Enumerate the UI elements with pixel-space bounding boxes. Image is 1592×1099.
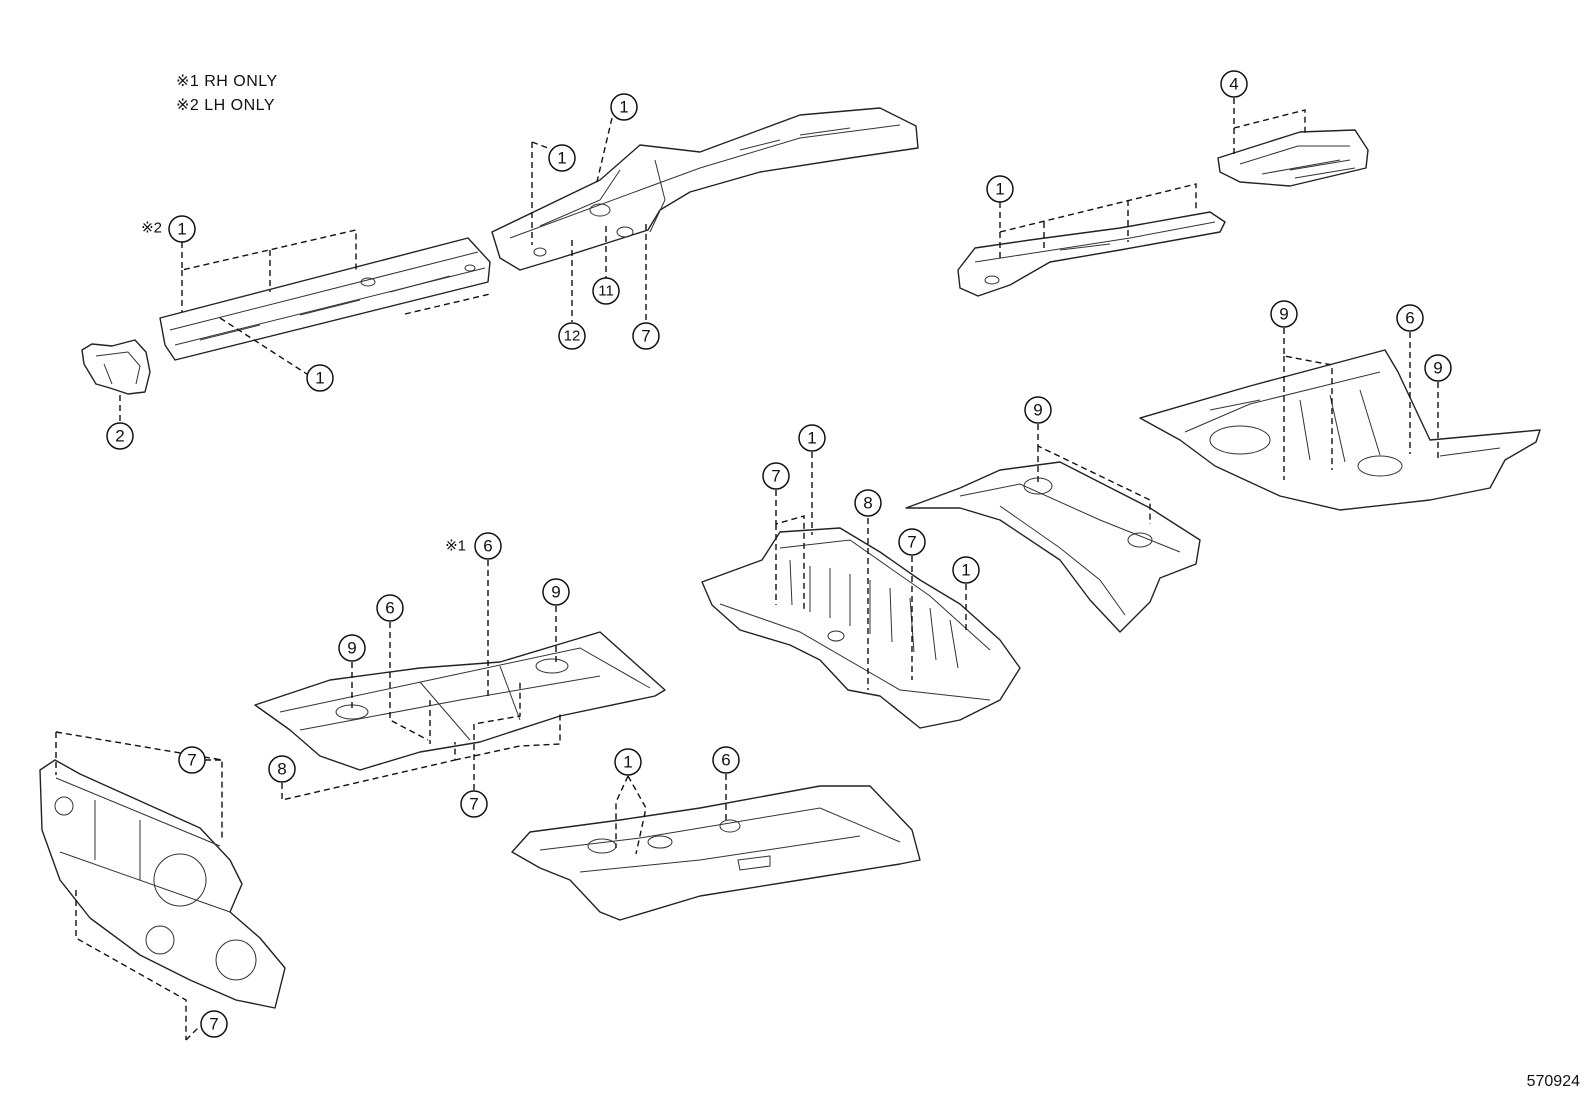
svg-text:8: 8 bbox=[277, 760, 286, 779]
callout-bubble: 1 bbox=[614, 748, 642, 776]
front-side-member-part bbox=[159, 237, 491, 361]
callout-bubble: 1 bbox=[986, 175, 1014, 203]
svg-text:6: 6 bbox=[721, 751, 730, 770]
callout-bubble: 1 bbox=[952, 556, 980, 584]
svg-text:1: 1 bbox=[177, 220, 186, 239]
legend-note-lh-only: ※2 LH ONLY bbox=[176, 97, 276, 114]
svg-text:1: 1 bbox=[995, 180, 1004, 199]
callout-bubble: 1 bbox=[548, 144, 576, 172]
callout-bubble: 8 bbox=[854, 489, 882, 517]
callout-bubble: 1 bbox=[610, 93, 638, 121]
callout-bubble: 7 bbox=[178, 746, 206, 774]
callout-bubble: 7 bbox=[200, 1010, 228, 1038]
svg-text:1: 1 bbox=[557, 149, 566, 168]
svg-text:7: 7 bbox=[641, 327, 650, 346]
callout-bubble: 9 bbox=[1270, 300, 1298, 328]
callout-bubble: 7 bbox=[460, 790, 488, 818]
front-floor-tunnel-part bbox=[511, 785, 921, 921]
callout-bubble: 4 bbox=[1220, 70, 1248, 98]
svg-text:1: 1 bbox=[619, 98, 628, 117]
svg-text:6: 6 bbox=[483, 537, 492, 556]
side-member-reinforcement-part bbox=[491, 107, 919, 271]
svg-text:8: 8 bbox=[863, 494, 872, 513]
callout-bubble: 9 bbox=[542, 578, 570, 606]
svg-text:12: 12 bbox=[564, 328, 581, 345]
svg-text:9: 9 bbox=[1433, 359, 1442, 378]
diagram-reference-code: 570924 bbox=[1526, 1073, 1580, 1090]
callout-bubble: 6 bbox=[1396, 304, 1424, 332]
callout-bubble: 9 bbox=[1024, 396, 1052, 424]
svg-text:7: 7 bbox=[771, 467, 780, 486]
dash-panel-part bbox=[39, 759, 286, 1009]
svg-text:7: 7 bbox=[469, 795, 478, 814]
callout-bubble: 9 bbox=[1424, 354, 1452, 382]
svg-text:1: 1 bbox=[315, 369, 324, 388]
callout-bubble: 11 bbox=[592, 277, 620, 305]
callout-bubble: 7 bbox=[898, 528, 926, 556]
svg-text:9: 9 bbox=[347, 639, 356, 658]
svg-text:4: 4 bbox=[1229, 75, 1238, 94]
rear-floor-extension-part bbox=[1217, 129, 1369, 187]
svg-text:9: 9 bbox=[1033, 401, 1042, 420]
callout-bubble: 8 bbox=[268, 755, 296, 783]
callout-bubble: 6 bbox=[712, 746, 740, 774]
callout-bubble: 12 bbox=[558, 322, 586, 350]
callout-bubble: 2 bbox=[106, 422, 134, 450]
callout-bubble: 9 bbox=[338, 634, 366, 662]
callout-bubble: 7 bbox=[632, 322, 660, 350]
svg-text:7: 7 bbox=[209, 1015, 218, 1034]
svg-text:9: 9 bbox=[1279, 305, 1288, 324]
svg-text:6: 6 bbox=[385, 599, 394, 618]
legend-note-rh-only: ※1 RH ONLY bbox=[176, 73, 278, 90]
callout-bubble: 6 bbox=[474, 532, 502, 560]
svg-text:1: 1 bbox=[807, 429, 816, 448]
callout-bubble: 6 bbox=[376, 594, 404, 622]
svg-text:11: 11 bbox=[598, 283, 614, 300]
svg-text:7: 7 bbox=[907, 533, 916, 552]
svg-text:9: 9 bbox=[551, 583, 560, 602]
front-floor-pan-part bbox=[254, 631, 666, 771]
center-floor-cross-member-part bbox=[905, 461, 1201, 633]
svg-text:2: 2 bbox=[115, 427, 124, 446]
rear-floor-pan-part bbox=[1139, 349, 1541, 511]
note-mark-lh: ※2 bbox=[141, 220, 162, 237]
rear-floor-cross-member-part bbox=[957, 211, 1226, 297]
center-floor-pan-part bbox=[701, 527, 1021, 729]
svg-text:6: 6 bbox=[1405, 309, 1414, 328]
svg-text:1: 1 bbox=[623, 753, 632, 772]
svg-text:1: 1 bbox=[961, 561, 970, 580]
bracket-part bbox=[81, 339, 151, 395]
callout-bubble: 1 bbox=[306, 364, 334, 392]
svg-text:7: 7 bbox=[187, 751, 196, 770]
callout-bubble: 7 bbox=[762, 462, 790, 490]
callout-bubble: 1 bbox=[168, 215, 196, 243]
note-mark-rh: ※1 bbox=[445, 538, 466, 555]
leader-lines bbox=[55, 98, 1439, 1041]
callout-bubble: 1 bbox=[798, 424, 826, 452]
